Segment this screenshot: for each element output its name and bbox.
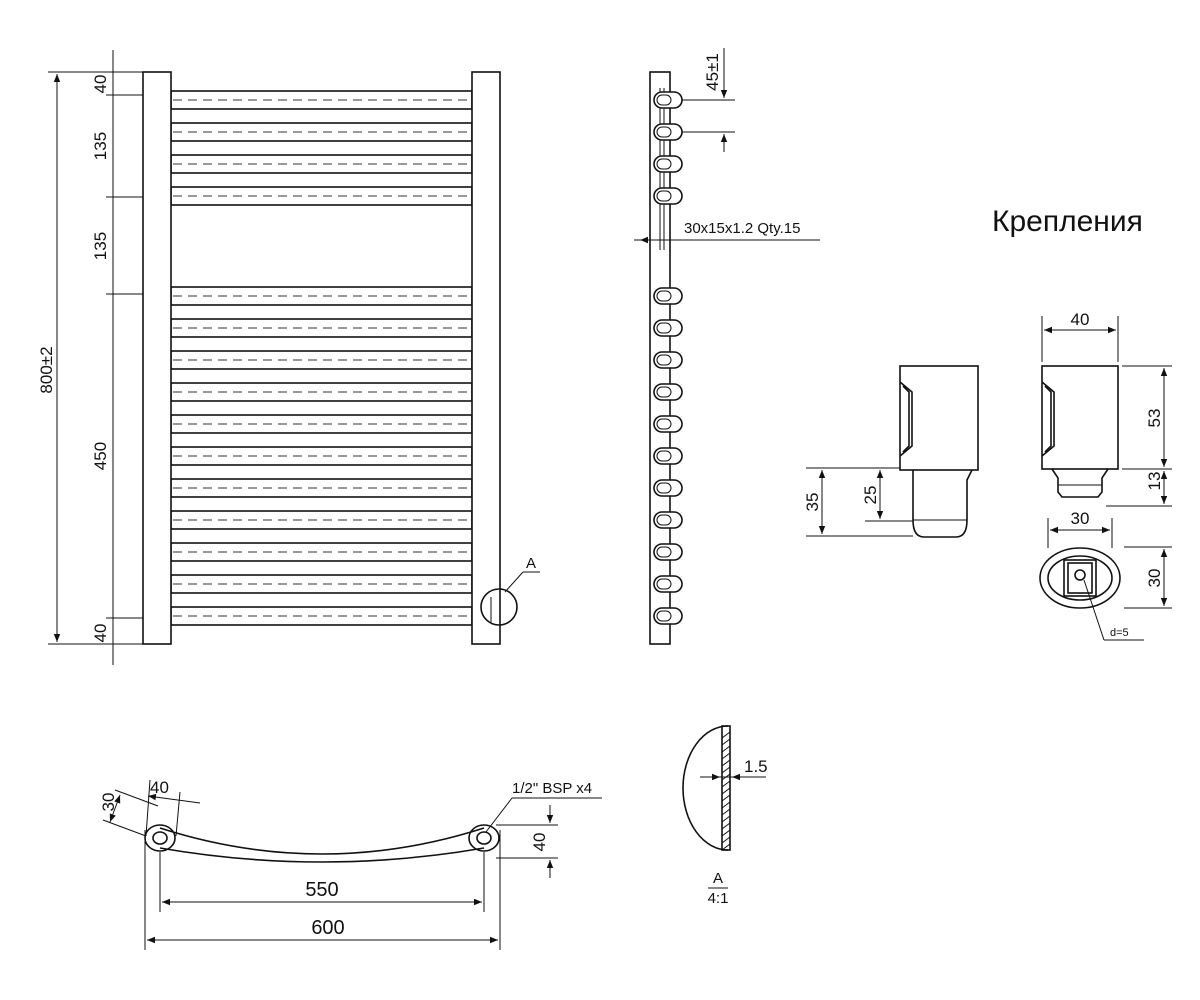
mount-hole-note: d=5	[1110, 627, 1129, 639]
depth-label: 30	[99, 793, 118, 812]
mount-width-label: 40	[1071, 310, 1090, 329]
side-tube-15	[653, 607, 683, 625]
mount-front-view	[1041, 365, 1119, 498]
front-bar-4	[170, 186, 473, 206]
side-tube-14	[653, 575, 683, 593]
front-bar-15	[170, 606, 473, 626]
mount-base-plan	[1039, 547, 1121, 609]
segment-label-2: 135	[91, 132, 110, 160]
mount-neck-height-label: 13	[1145, 472, 1164, 491]
detail-a-hatching	[721, 731, 731, 851]
mount-side-view	[899, 365, 979, 538]
mounts-section: Крепления 35 25 40	[803, 205, 1172, 641]
mount-left-neck-label: 25	[861, 486, 880, 505]
mount-base-height-label: 30	[1145, 569, 1164, 588]
front-bar-1	[170, 90, 473, 110]
segment-label-5: 40	[91, 624, 110, 643]
height-total-label: 800±2	[37, 346, 56, 393]
front-bar-11	[170, 478, 473, 498]
front-bar-12	[170, 510, 473, 530]
front-bars	[170, 90, 473, 626]
front-view: 800±2 40 135 135 450 40 A	[37, 50, 540, 665]
offset-label: 40	[530, 833, 549, 852]
segment-label-1: 40	[91, 75, 110, 94]
mounts-title: Крепления	[992, 205, 1143, 238]
detail-a-profile	[682, 725, 729, 851]
front-bar-2	[170, 122, 473, 142]
side-tube-7	[653, 351, 683, 369]
col-width-label: 40	[150, 778, 169, 797]
side-tube-4	[653, 187, 683, 205]
front-bar-9	[170, 414, 473, 434]
left-collector	[142, 71, 172, 645]
side-tube-12	[653, 511, 683, 529]
mount-left-total-label: 35	[803, 493, 822, 512]
front-bar-3	[170, 154, 473, 174]
top-view: 30 40 1/2" BSP x4 40 550 600	[99, 778, 602, 950]
side-tube-10	[653, 447, 683, 465]
detail-a-label: A	[713, 870, 723, 887]
side-tube-9	[653, 415, 683, 433]
side-tube-6	[653, 319, 683, 337]
detail-a-scale: 4:1	[708, 890, 729, 907]
side-tube-11	[653, 479, 683, 497]
side-tube-13	[653, 543, 683, 561]
side-tube-5	[653, 287, 683, 305]
detail-a-circle	[480, 588, 518, 626]
front-bar-6	[170, 318, 473, 338]
detail-a: 1.5 A 4:1	[682, 725, 768, 907]
front-bar-14	[170, 574, 473, 594]
center-distance-label: 550	[305, 879, 338, 901]
connection-label: 1/2" BSP x4	[512, 780, 592, 797]
side-tube-8	[653, 383, 683, 401]
front-bar-10	[170, 446, 473, 466]
segment-label-4: 450	[91, 442, 110, 470]
mount-body-height-label: 53	[1145, 409, 1164, 428]
bar-spec-label: 30x15x1.2 Qty.15	[684, 220, 800, 237]
side-view: 45±1 30x15x1.2 Qty.15	[634, 48, 820, 645]
overall-width-label: 600	[311, 917, 344, 939]
detail-a-callout: A	[526, 555, 536, 572]
right-collector	[471, 71, 501, 645]
side-tube-3	[653, 155, 683, 173]
front-bar-7	[170, 350, 473, 370]
segment-label-3: 135	[91, 232, 110, 260]
front-bar-8	[170, 382, 473, 402]
front-bar-5	[170, 286, 473, 306]
side-tube-2	[653, 123, 683, 141]
front-bar-13	[170, 542, 473, 562]
right-collector-plan	[468, 824, 500, 852]
mount-base-width-label: 30	[1071, 509, 1090, 528]
side-tube-1	[653, 91, 683, 109]
left-collector-plan	[144, 824, 176, 852]
pitch-label: 45±1	[703, 53, 722, 91]
side-tubes	[653, 91, 683, 625]
detail-a-thickness-label: 1.5	[744, 757, 768, 776]
